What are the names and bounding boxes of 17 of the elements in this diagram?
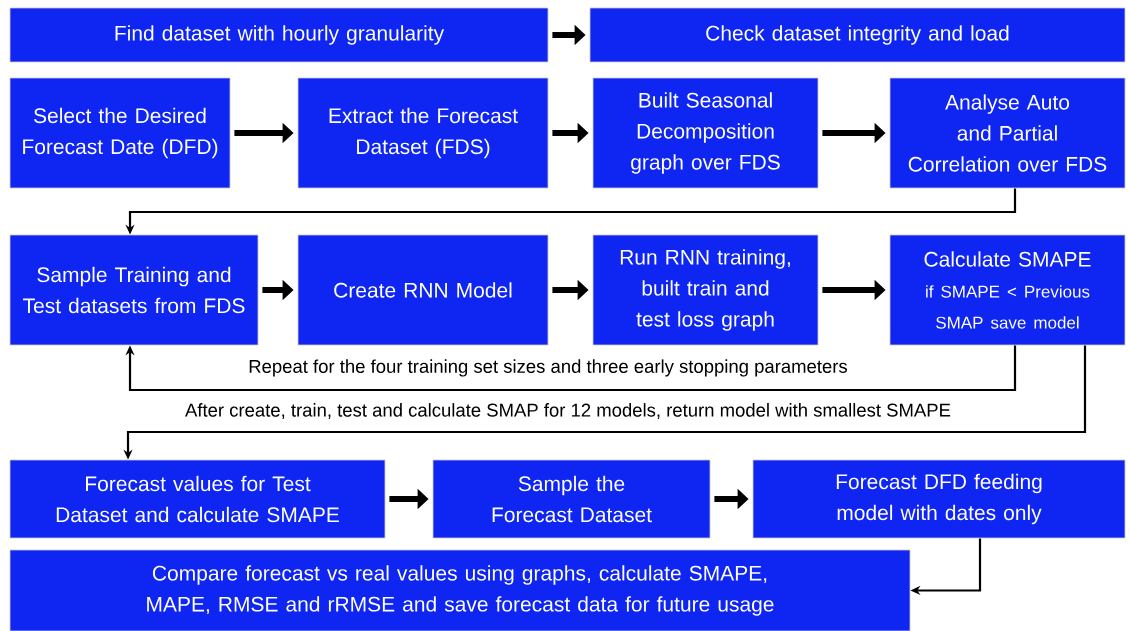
process-box: Check dataset integrity and load bbox=[589, 7, 1126, 63]
process-box: Find dataset with hourly granularity bbox=[9, 7, 549, 63]
process-box: Extract the Forecast Dataset (FDS) bbox=[297, 77, 549, 189]
process-box: Sample the Forecast Dataset bbox=[432, 459, 711, 539]
process-box: Forecast DFD feeding model with dates only bbox=[752, 459, 1126, 539]
process-box: Built Seasonal Decomposition graph over FDS bbox=[592, 77, 819, 189]
edge-label: Repeat for the four training set sizes and three early stopping parameters bbox=[249, 359, 847, 377]
process-box: Forecast values for Test Dataset and calculate SMAPE bbox=[9, 459, 386, 539]
process-box: Create RNN Model bbox=[297, 234, 549, 346]
process-box: Run RNN training, built train and test loss graph bbox=[592, 234, 819, 346]
process-box: Sample Training and Test datasets from FDS bbox=[9, 234, 259, 346]
arrow bbox=[125, 345, 1017, 392]
process-box: Compare forecast vs real values using graphs, calculate SMAPE, MAPE, RMSE and rRMSE and save forecast data for future usage bbox=[9, 549, 911, 631]
process-box: Select the Desired Forecast Date (DFD) bbox=[9, 77, 231, 189]
edge-label: After create, train, test and calculate SMAP for 12 models, return model with smallest SMAPE bbox=[185, 403, 951, 419]
process-box: Analyse Auto and Partial Correlation over FDS bbox=[889, 77, 1126, 189]
process-box: Calculate SMAPE if SMAPE < Previous SMAP save model bbox=[889, 234, 1126, 346]
